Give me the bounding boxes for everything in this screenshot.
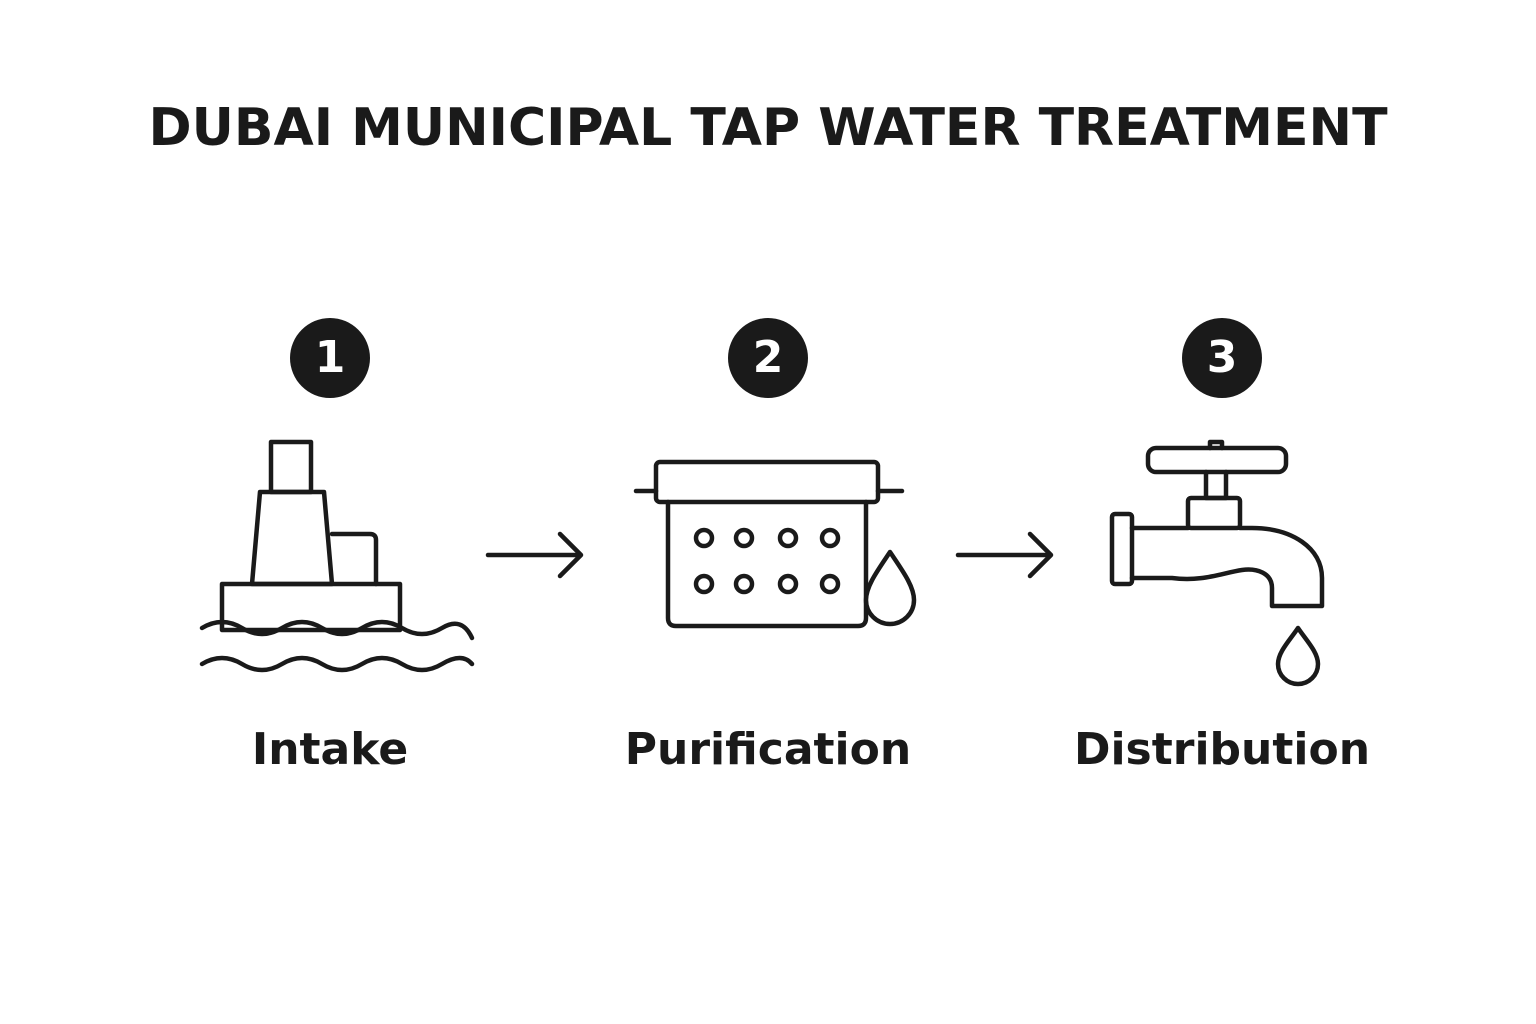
offshore-intake-platform-icon [199,439,475,673]
step-label: Intake [251,724,409,775]
step-number-badge: 1 [290,318,370,398]
water-tap-icon [1109,439,1325,687]
step-distribution: 3 Distribution [1042,318,1402,798]
step-intake: 1 Intake [150,318,510,798]
step-purification: 2 Purification [588,318,948,798]
step-label: Distribution [1073,724,1371,775]
filtration-unit-icon [633,459,917,629]
step-number-badge: 3 [1182,318,1262,398]
arrow-right-icon [485,531,584,579]
diagram-title: DUBAI MUNICIPAL TAP WATER TREATMENT [148,98,1388,158]
step-number-badge: 2 [728,318,808,398]
arrow-right-icon [955,531,1054,579]
step-label: Purification [624,724,912,775]
